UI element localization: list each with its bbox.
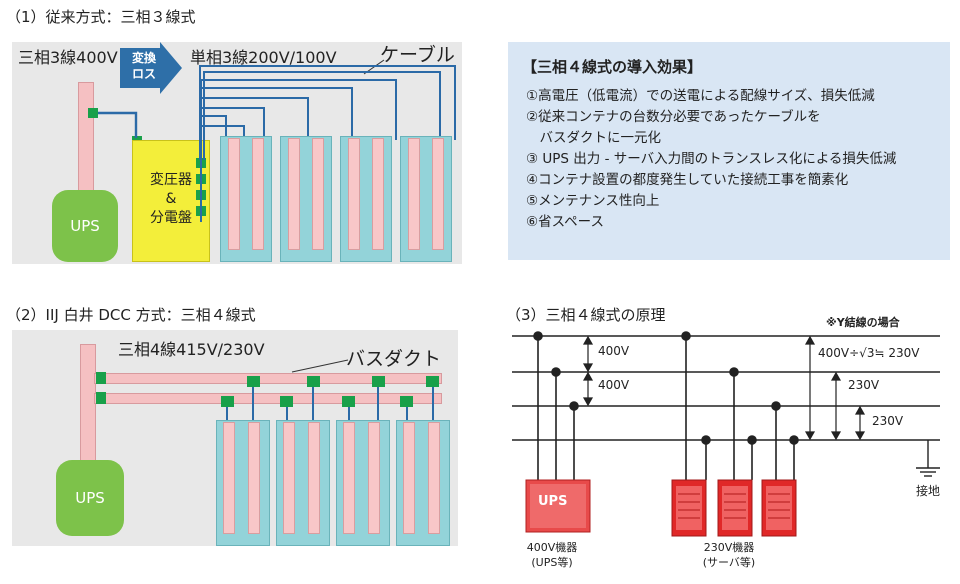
section1-rack-1b: [252, 138, 264, 250]
caption-400v-line2: (UPS等): [531, 556, 573, 569]
section1-rack-3a: [348, 138, 360, 250]
section2-rack-2b: [308, 422, 320, 534]
section1-title: （1）従来方式：三相３線式: [6, 8, 196, 26]
busduct-label: バスダクト: [346, 348, 442, 370]
busduct-tap-5: [221, 396, 234, 407]
section2-rack-3b: [368, 422, 380, 534]
section1-rack-4a: [408, 138, 420, 250]
voltage-label-400v-lower: 400V: [598, 378, 630, 392]
section2-rack-3a: [343, 422, 355, 534]
section2-rack-4a: [403, 422, 415, 534]
benefits-list: ①高電圧（低電流）での送電による配線サイズ、損失低減 ②従来コンテナの台数分必要…: [526, 86, 896, 233]
section1-rack-3b: [372, 138, 384, 250]
benefit-item: ⑥省スペース: [526, 214, 604, 230]
section1-rack-2a: [288, 138, 300, 250]
busduct-tap-3: [372, 376, 385, 387]
transformer-label-line3: 分電盤: [150, 210, 192, 226]
section1-input-label: 三相3線400V: [18, 48, 118, 67]
caption-230v-equipment: 230V機器 (サーバ等): [684, 540, 774, 570]
benefit-item: ①高電圧（低電流）での送電による配線サイズ、損失低減: [526, 88, 875, 104]
section1-rack-2b: [312, 138, 324, 250]
busduct-lower: [94, 393, 442, 404]
section2-rack-2a: [283, 422, 295, 534]
conversion-loss-label-line1: 変換: [131, 51, 156, 65]
wye-connection-note: ※Y結線の場合: [826, 316, 900, 329]
busduct-upper: [94, 373, 442, 384]
benefit-item: ③ UPS 出力 - サーバ入力間のトランスレス化による損失低減: [526, 151, 897, 167]
section1-rack-1a: [228, 138, 240, 250]
section1-pole-connector: [88, 108, 98, 118]
busduct-tap-2: [307, 376, 320, 387]
busduct-tap-1: [247, 376, 260, 387]
section2-voltage-label: 三相4線415V/230V: [118, 340, 265, 359]
caption-230v-line2: (サーバ等): [702, 556, 756, 569]
conversion-loss-arrow-icon: [120, 42, 182, 94]
busduct-tap-7: [342, 396, 355, 407]
cable-label: ケーブル: [380, 44, 455, 66]
section1-ups-box: UPS: [52, 190, 118, 262]
section2-title: （2）IIJ 白井 DCC 方式：三相４線式: [6, 306, 256, 324]
transformer-label-line1: 変圧器: [150, 172, 192, 188]
three-phase-four-wire-diagram: [512, 331, 940, 537]
benefit-item: ⑤メンテナンス性向上: [526, 193, 660, 209]
benefits-box: 【三相４線式の導入効果】 ①高電圧（低電流）での送電による配線サイズ、損失低減 …: [508, 42, 950, 260]
section1-pole-cable: [98, 111, 138, 138]
voltage-formula: 400V÷√3≒ 230V: [818, 346, 920, 360]
busduct-tap-8: [400, 396, 413, 407]
voltage-label-230v-upper: 230V: [848, 378, 880, 392]
benefits-title: 【三相４線式の導入効果】: [522, 58, 703, 76]
ups-equipment-label: UPS: [538, 494, 568, 509]
busduct-feed-connector-1: [96, 372, 106, 384]
voltage-label-400v-upper: 400V: [598, 344, 630, 358]
section2-ups-box: UPS: [56, 460, 124, 536]
benefit-item: ②従来コンテナの台数分必要であったケーブルを: [526, 109, 821, 125]
section1-rack-4b: [432, 138, 444, 250]
section2-rack-1a: [223, 422, 235, 534]
busduct-tap-4: [426, 376, 439, 387]
section2-rack-4b: [428, 422, 440, 534]
benefit-item: バスダクトに一元化: [526, 130, 661, 146]
ground-label: 接地: [916, 484, 941, 498]
caption-400v-line1: 400V機器: [526, 541, 578, 554]
busduct-tap-6: [280, 396, 293, 407]
caption-400v-equipment: 400V機器 (UPS等): [520, 540, 584, 570]
busduct-pointer-line: [291, 359, 349, 373]
voltage-label-230v-lower: 230V: [872, 414, 904, 428]
section3-title: （3）三相４線式の原理: [506, 306, 666, 324]
section1-output-label: 単相3線200V/100V: [190, 48, 337, 67]
transformer-label-line2: &: [165, 191, 177, 207]
conversion-loss-label: 変換 ロス: [124, 50, 164, 82]
conversion-loss-label-line2: ロス: [131, 67, 156, 81]
section1-cables: [199, 65, 456, 222]
section2-rack-1b: [248, 422, 260, 534]
benefit-item: ④コンテナ設置の都度発生していた接続工事を簡素化: [526, 172, 849, 188]
caption-230v-line1: 230V機器: [703, 541, 755, 554]
busduct-feed-connector-2: [96, 392, 106, 404]
